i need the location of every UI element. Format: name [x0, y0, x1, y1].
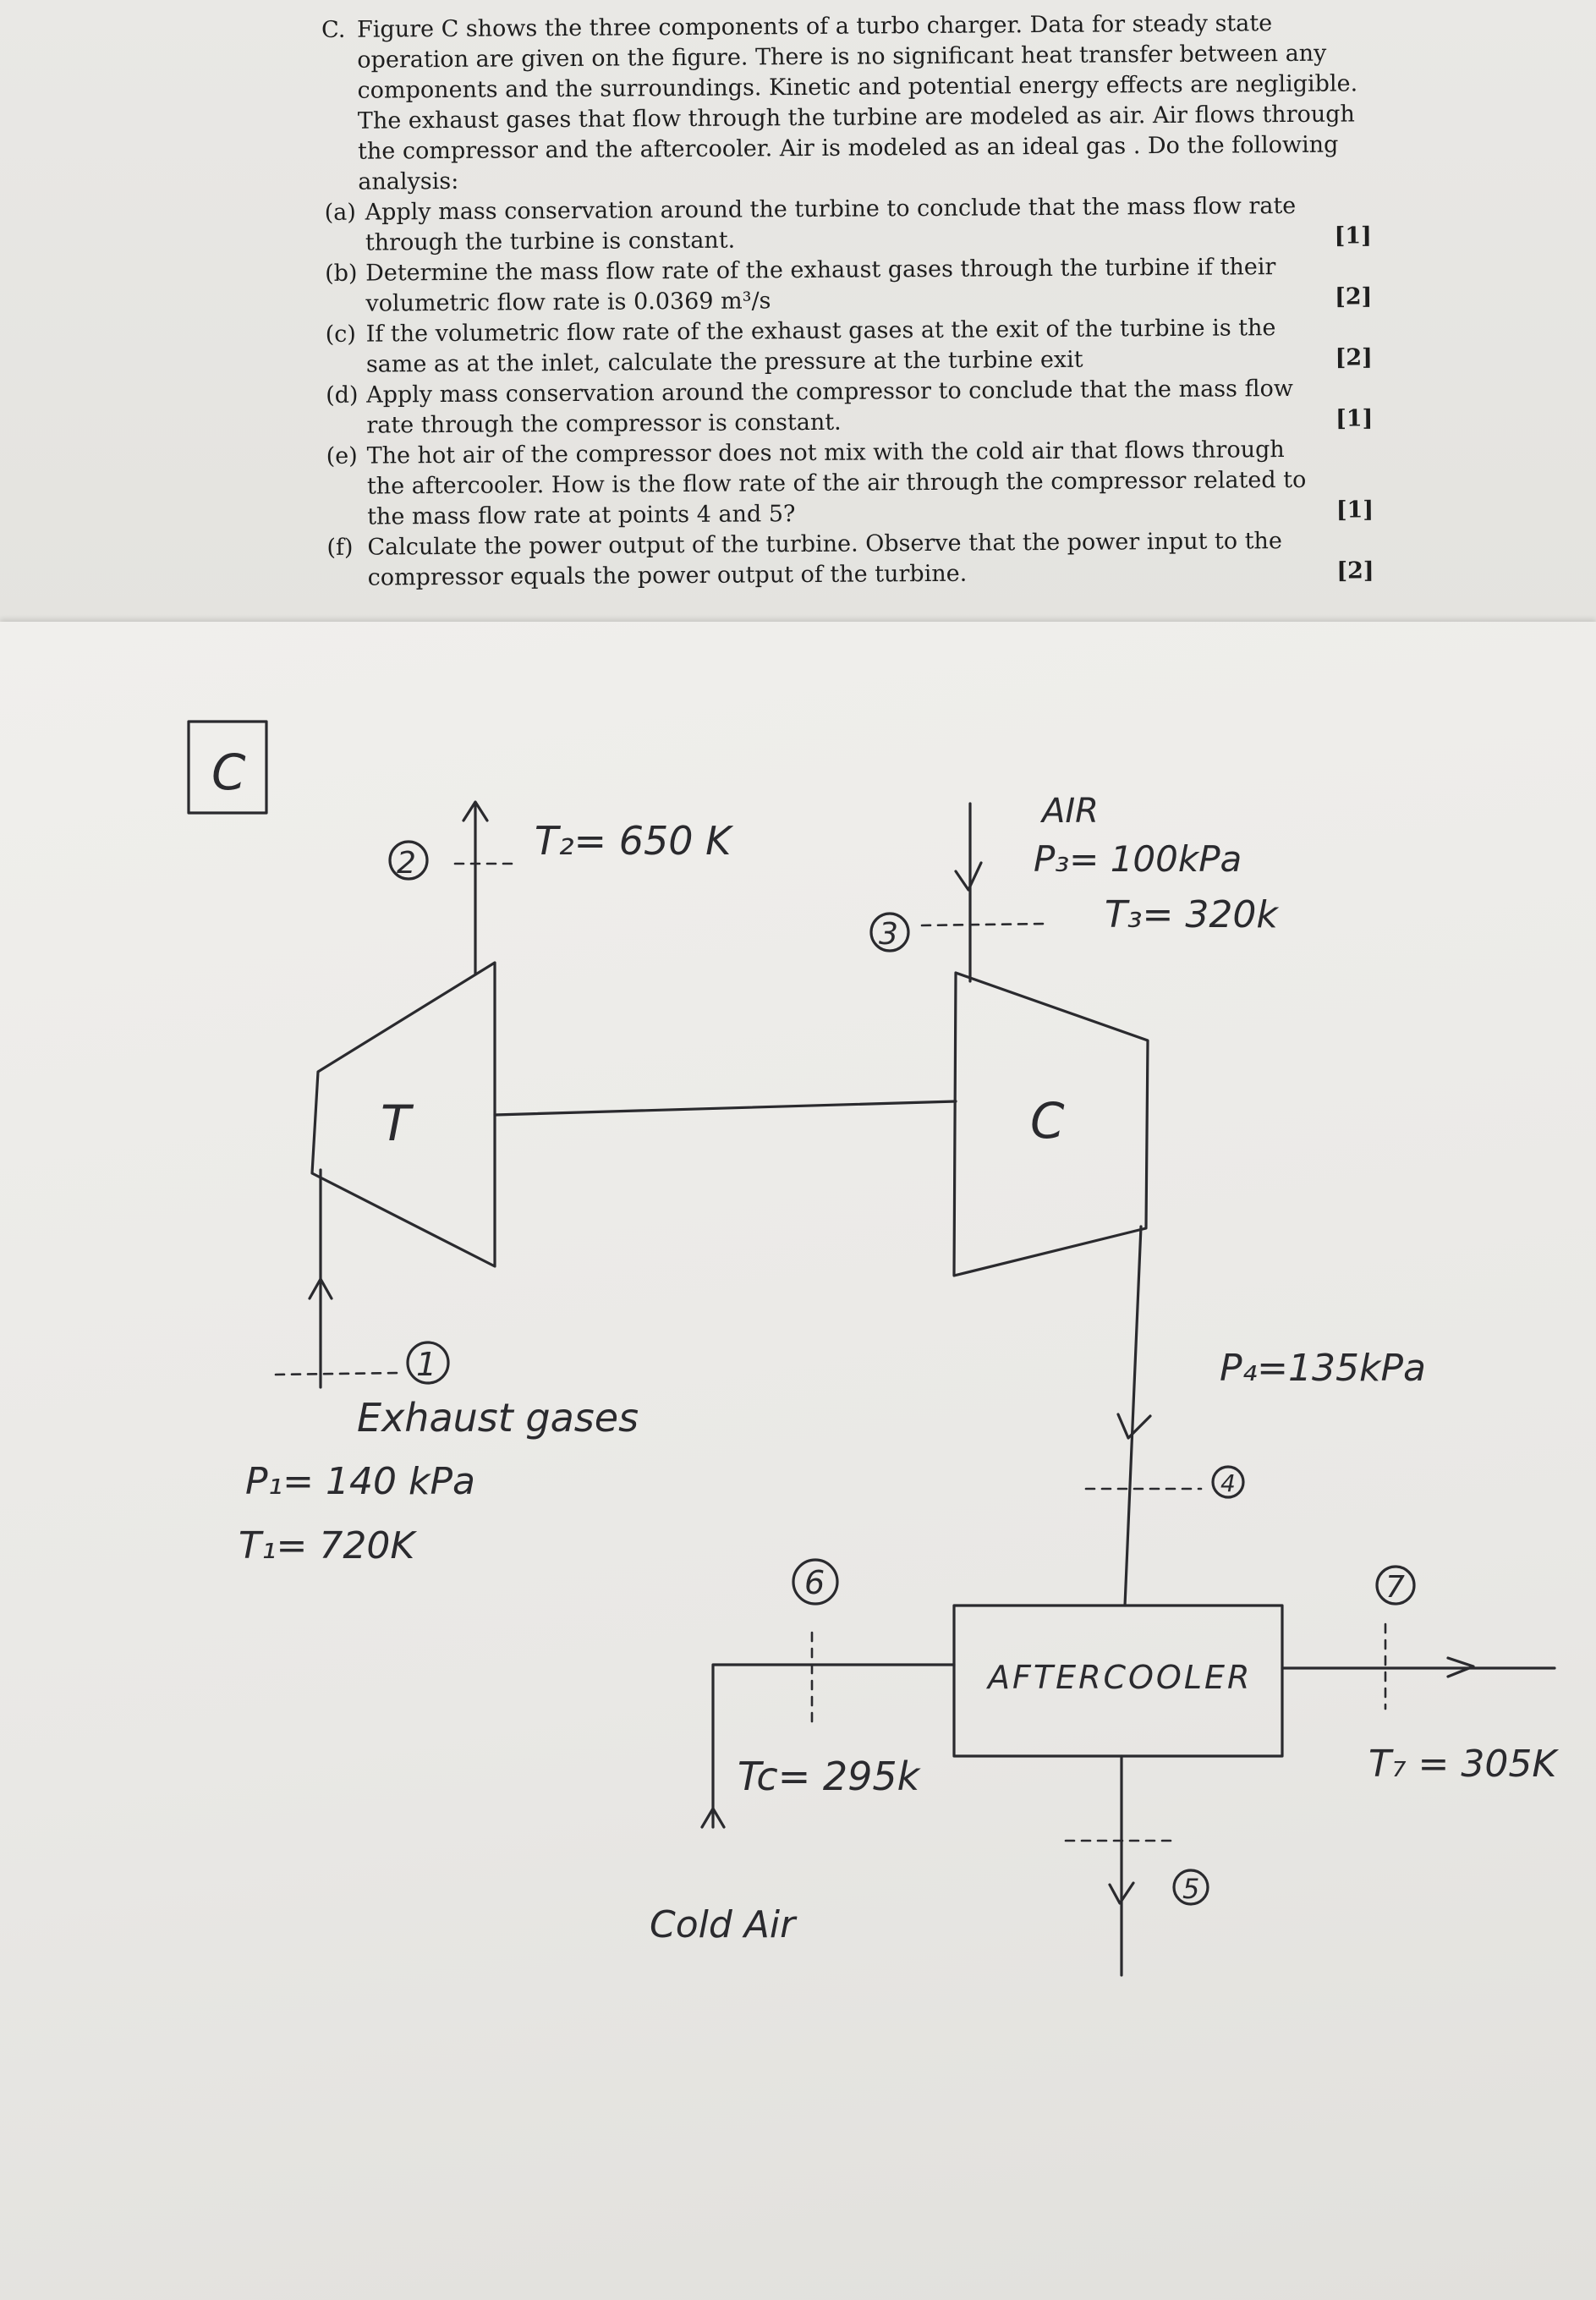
state-2-number: 2	[397, 846, 416, 881]
state-2-circle	[388, 840, 429, 881]
figure-label-box	[187, 720, 268, 815]
turbine-exit-arrow	[462, 800, 489, 822]
aftercooler-box	[952, 1604, 1284, 1758]
state-2-temperature: T₂= 650 K	[535, 818, 734, 864]
state-1-marker	[274, 1371, 399, 1376]
state-7-number: 7	[1385, 1570, 1405, 1605]
turbine-label: T	[381, 1095, 414, 1152]
state-5-number: 5	[1182, 1873, 1199, 1905]
compressor-shape	[952, 971, 1149, 1277]
turbine-inlet-arrow	[308, 1277, 333, 1300]
compressor-exit-arrow	[1116, 1413, 1152, 1440]
state-4-number: 4	[1220, 1469, 1236, 1497]
state-3-stream: AIR	[1039, 792, 1099, 831]
state-1-stream: Exhaust gases	[357, 1395, 639, 1441]
state-6-circle	[792, 1558, 839, 1606]
compressor-exit-line	[1123, 1225, 1143, 1607]
turbine-shape	[310, 961, 496, 1268]
compressor-label: C	[1030, 1092, 1065, 1150]
cold-air-exit-arrow	[1446, 1656, 1475, 1678]
state-1-circle	[406, 1341, 450, 1385]
compressor-inlet-arrow	[954, 861, 983, 892]
state-7-circle	[1375, 1565, 1416, 1606]
state-6-temperature: Tc= 295k	[738, 1754, 922, 1799]
state-4-circle	[1211, 1465, 1245, 1499]
state-1-temperature: T₁= 720K	[239, 1524, 417, 1567]
state-5-circle	[1172, 1869, 1209, 1906]
cold-air-inlet-line	[711, 1663, 956, 1829]
cold-air-inlet-arrow	[700, 1807, 726, 1829]
state-1-pressure: P₁= 140 kPa	[245, 1460, 475, 1503]
state-6-number: 6	[804, 1564, 825, 1601]
state-7-temperature: T₇ = 305K	[1368, 1743, 1559, 1786]
state-3-temperature: T₃= 320k	[1105, 893, 1279, 936]
figure-sheet	[0, 622, 1596, 2300]
figure-label: C	[211, 744, 246, 801]
state-4-pressure: P₄=135kPa	[1220, 1347, 1426, 1390]
aftercooler-label: AFTERCOOLER	[985, 1659, 1252, 1696]
state-3-pressure: P₃= 100kPa	[1034, 838, 1242, 880]
state-6-stream: Cold Air	[650, 1903, 798, 1946]
state-3-circle	[869, 912, 910, 952]
aftercooler-air-exit-arrow	[1108, 1881, 1135, 1905]
question-sheet	[0, 0, 1596, 630]
state-1-number: 1	[416, 1346, 436, 1383]
shaft-line	[493, 1100, 957, 1117]
state-3-number: 3	[879, 917, 898, 952]
state-3-marker	[920, 922, 1046, 927]
